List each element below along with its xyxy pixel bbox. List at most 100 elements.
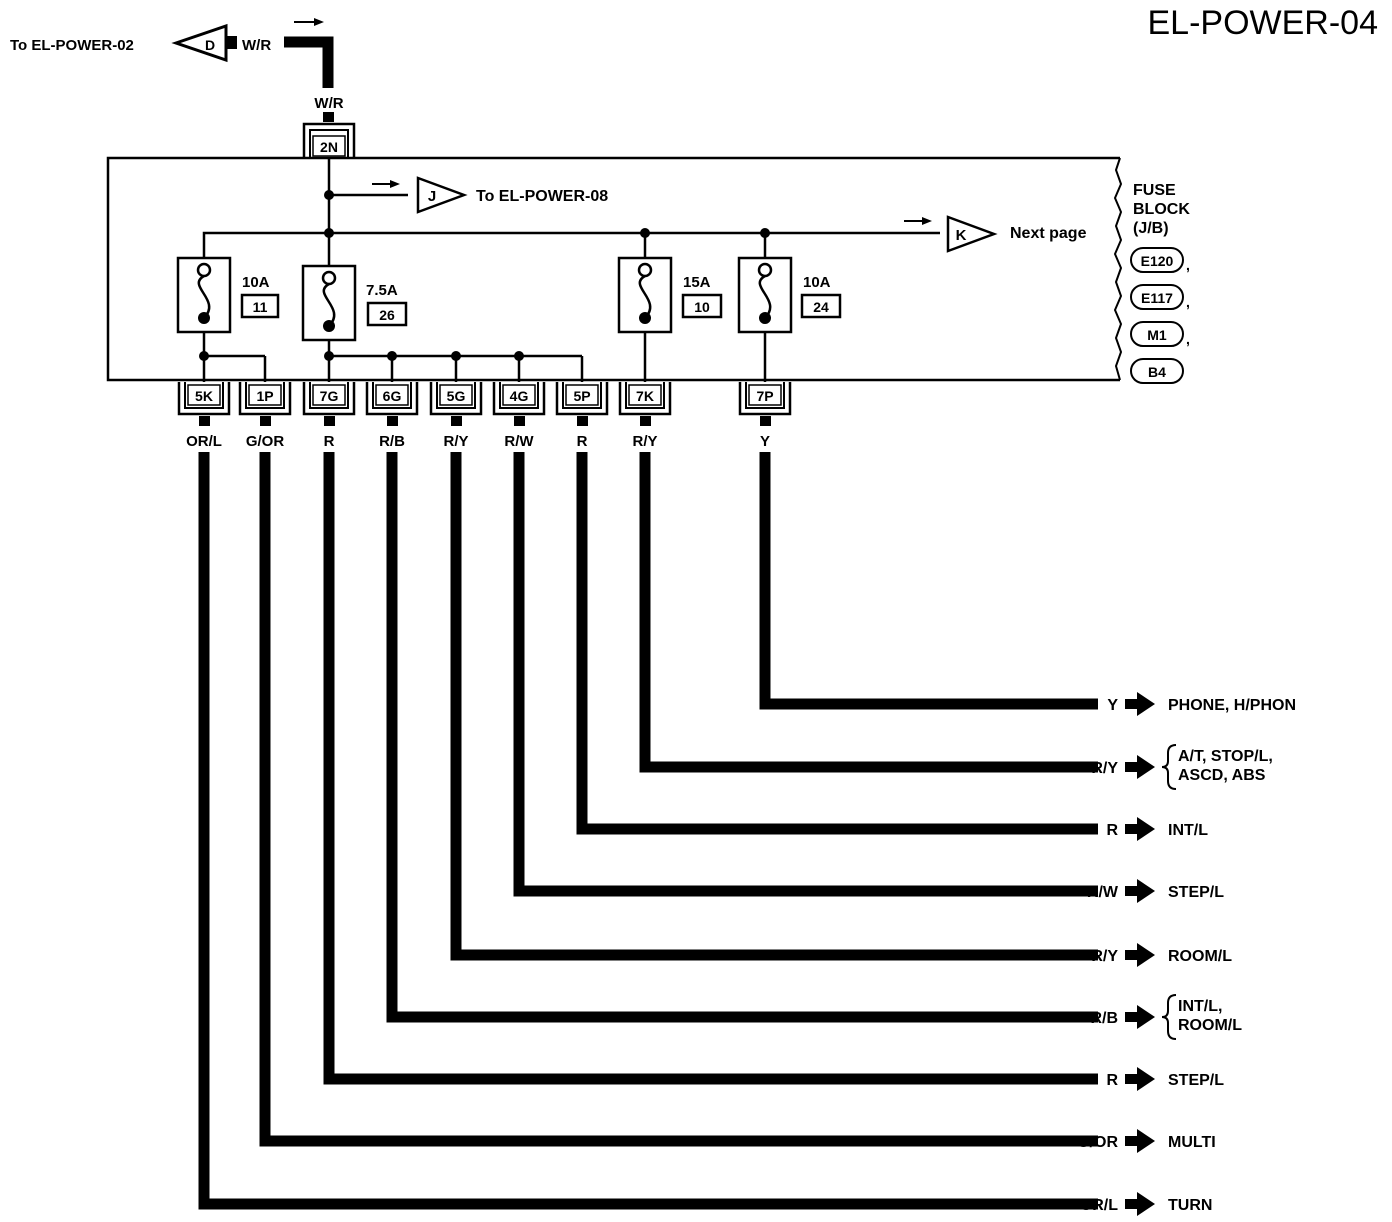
brace-icon <box>1161 994 1177 1040</box>
jb-label-line-1: FUSE <box>1133 182 1176 199</box>
connector-k-text: Next page <box>1010 225 1087 242</box>
svg-text:11: 11 <box>253 299 268 315</box>
brace-icon <box>1161 744 1177 790</box>
output-arrow-icon <box>1125 1129 1155 1153</box>
svg-text:E120: E120 <box>1141 253 1174 269</box>
output-wire-label: R/B <box>1090 1010 1118 1027</box>
output-wire-label: R <box>1106 1072 1118 1089</box>
svg-text:6G: 6G <box>383 388 402 404</box>
flow-arrow-top-head-icon <box>314 18 324 26</box>
output-dest: PHONE, H/PHON <box>1168 697 1296 714</box>
svg-text:7P: 7P <box>756 388 773 404</box>
svg-text:M1: M1 <box>1147 327 1167 343</box>
output-wire-label: OR/L <box>1080 1197 1118 1214</box>
harness-wires <box>198 452 1098 1210</box>
jb-connector-e117: E117 , <box>1130 284 1190 310</box>
output-dest-line: ASCD, ABS <box>1178 767 1266 784</box>
output-dest-line: INT/L, <box>1178 998 1222 1015</box>
output-dest: STEP/L <box>1168 1072 1224 1089</box>
fuse-10: 15A 10 <box>617 256 723 334</box>
output-dest-line: ROOM/L <box>1178 1017 1242 1034</box>
top-ref-text: To EL-POWER-02 <box>10 37 134 54</box>
svg-text:,: , <box>1186 331 1190 347</box>
svg-text:4G: 4G <box>510 388 529 404</box>
jb-label-line-3: (J/B) <box>1133 220 1169 237</box>
harness-wire-4G <box>513 452 1098 897</box>
svg-text:7.5A: 7.5A <box>366 282 398 299</box>
output-8: G/OR MULTI <box>1077 1129 1216 1153</box>
terminal-6G: 6GR/B <box>365 382 419 450</box>
terminal-wire-label: R <box>577 433 588 450</box>
svg-text:1P: 1P <box>256 388 273 404</box>
terminal-5P: 5P R <box>555 382 609 450</box>
output-wire-label: R/Y <box>1091 948 1118 965</box>
output-arrow-icon <box>1125 1192 1155 1216</box>
output-arrow-icon <box>1125 817 1155 841</box>
harness-wire-5G <box>450 452 1098 961</box>
terminal-7P: 7P Y <box>738 382 792 450</box>
page-title: EL-POWER-04 <box>1148 4 1379 42</box>
terminal-2N: 2N <box>302 122 356 158</box>
terminal-wire-label: Y <box>760 433 770 450</box>
svg-text:10A: 10A <box>242 274 270 291</box>
terminal-5G: 5GR/Y <box>429 382 483 450</box>
fuse-26: 7.5A 26 <box>301 264 408 342</box>
svg-text:,: , <box>1186 294 1190 310</box>
top-wire <box>284 36 334 88</box>
svg-text:2N: 2N <box>320 139 338 155</box>
output-arrow-icon <box>1125 1067 1155 1091</box>
terminal-7G: 7GR <box>302 382 356 450</box>
input-wire-label: W/R <box>314 95 343 112</box>
output-wire-label: R <box>1106 822 1118 839</box>
connector-j-text: To EL-POWER-08 <box>476 188 608 205</box>
harness-wire-7G <box>323 452 1098 1085</box>
svg-text:10: 10 <box>694 299 710 315</box>
output-arrow-icon <box>1125 692 1155 716</box>
output-5: R/Y ROOM/L <box>1091 943 1232 967</box>
jb-connector-m1: M1 , <box>1130 321 1190 347</box>
connector-j-letter: J <box>428 188 436 205</box>
output-arrow-icon <box>1125 943 1155 967</box>
svg-text:5P: 5P <box>573 388 590 404</box>
flow-arrow-j-head-icon <box>390 180 400 188</box>
terminal-4G: 4G R/W <box>492 382 546 450</box>
svg-text:5K: 5K <box>195 388 213 404</box>
harness-wire-6G <box>386 452 1098 1023</box>
svg-text:7G: 7G <box>320 388 339 404</box>
connector-k-arrow-icon <box>946 215 998 253</box>
terminal-wire-label: R/Y <box>632 433 657 450</box>
harness-wire-5P <box>576 452 1098 835</box>
svg-text:10A: 10A <box>803 274 831 291</box>
output-wire-label: G/OR <box>1077 1134 1118 1151</box>
connector-j-arrow-icon <box>416 176 468 214</box>
output-dest: MULTI <box>1168 1134 1216 1151</box>
terminal-wire-label: G/OR <box>246 433 285 450</box>
svg-text:24: 24 <box>813 299 829 315</box>
top-wire-label: W/R <box>242 37 271 54</box>
terminal-wire-label: R/W <box>504 433 534 450</box>
output-7: R STEP/L <box>1106 1067 1224 1091</box>
top-wire-stub <box>226 36 237 49</box>
flow-arrow-k-head-icon <box>922 217 932 225</box>
output-dest: ROOM/L <box>1168 948 1232 965</box>
fuse-24: 10A 24 <box>737 256 842 334</box>
connector-d-letter: D <box>205 37 215 53</box>
jb-connector-e120: E120 , <box>1130 247 1190 273</box>
fuse-11: 10A 11 <box>176 256 280 334</box>
output-2: R/YA/T, STOP/L,ASCD, ABS <box>1091 744 1273 790</box>
jb-label-line-2: BLOCK <box>1133 201 1190 218</box>
output-wire-label: R/Y <box>1091 760 1118 777</box>
output-6: R/B INT/L, ROOM/L <box>1090 994 1242 1040</box>
connector-d-arrow-icon <box>171 23 228 63</box>
output-dest: INT/L <box>1168 822 1208 839</box>
svg-text:7K: 7K <box>636 388 654 404</box>
svg-text:,: , <box>1186 257 1190 273</box>
terminal-1P: 1P G/OR <box>238 382 292 450</box>
splice-dots <box>199 190 770 361</box>
output-dest: STEP/L <box>1168 884 1224 901</box>
